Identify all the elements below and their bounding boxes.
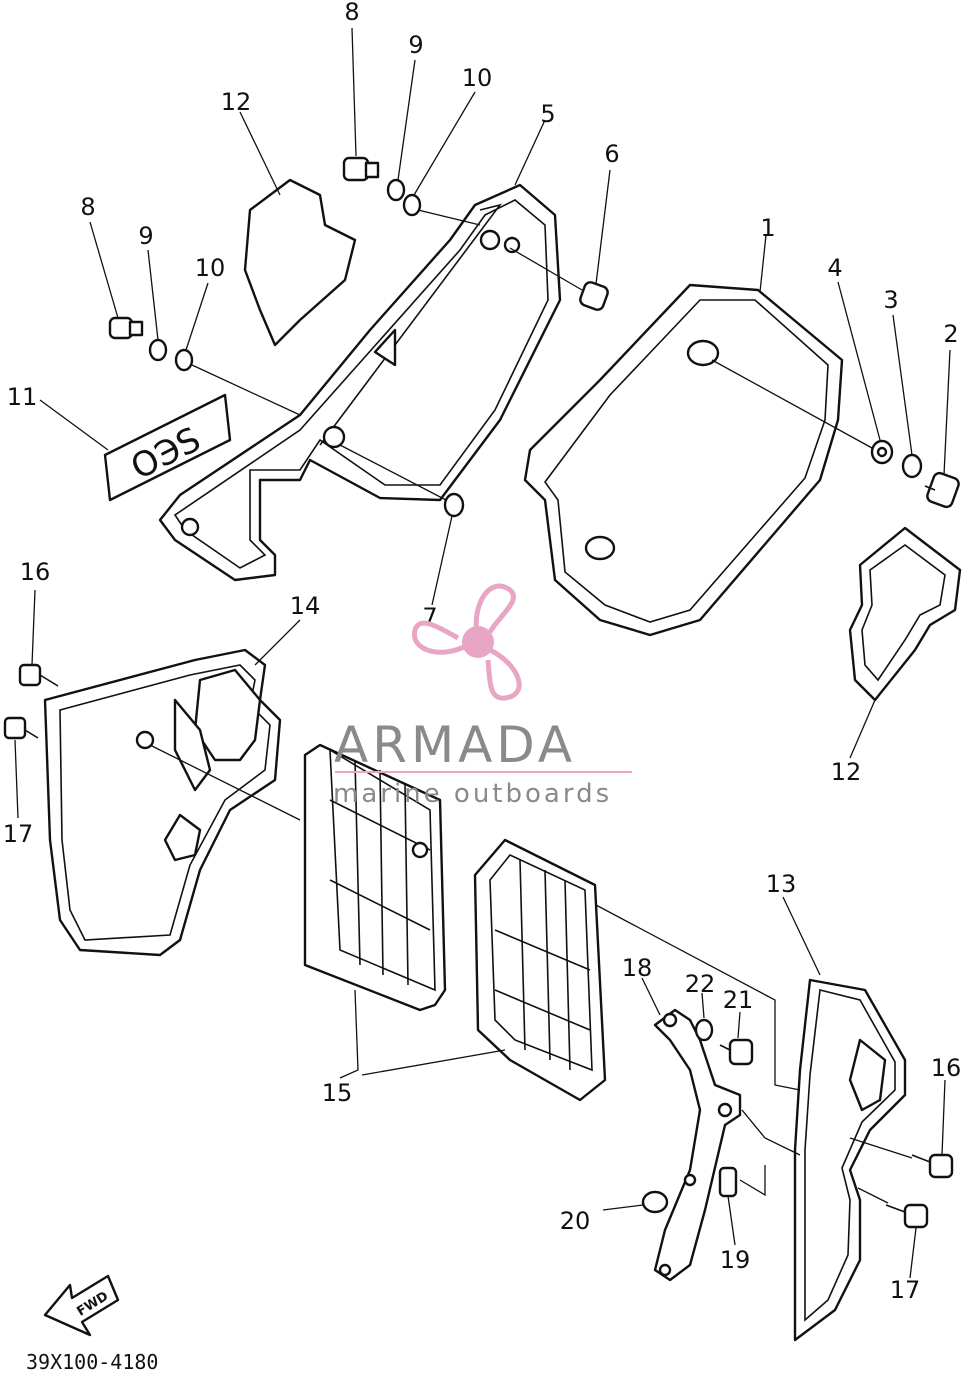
washer-10-upper: [402, 193, 422, 217]
bolt-16-right: [911, 1153, 954, 1179]
gasket-lower: [848, 526, 962, 702]
bolt-8-lower: [108, 316, 144, 340]
washer-3: [901, 453, 923, 479]
propeller-icon: [412, 583, 522, 701]
radiator-cover-left: [43, 648, 282, 957]
callout-16-right: 16: [931, 1054, 962, 1082]
callout-9-lower: 9: [138, 222, 153, 250]
assembly-lines: [149, 209, 913, 1211]
callout-16-left: 16: [20, 558, 51, 586]
washer-9-lower: [148, 338, 168, 362]
bolt-21: [719, 1038, 754, 1066]
bolt-2: [924, 471, 960, 509]
stay-bracket: [653, 1008, 742, 1282]
callout-9-upper: 9: [408, 31, 423, 59]
radiator-grille-rear: [473, 838, 607, 1102]
washer-22: [694, 1018, 714, 1042]
washer-9-upper: [386, 178, 406, 202]
callout-3: 3: [883, 286, 898, 314]
callout-12-lower: 12: [831, 758, 862, 786]
radiator-cover-right: [793, 978, 907, 1342]
callout-19: 19: [720, 1246, 751, 1274]
callout-14: 14: [290, 592, 321, 620]
callout-18: 18: [622, 954, 653, 982]
grommet-4: [870, 439, 894, 465]
bolt-8-upper: [342, 156, 380, 182]
callout-12-upper: 12: [221, 88, 252, 116]
callout-21: 21: [723, 986, 754, 1014]
side-cover-left-bracket: [158, 183, 562, 582]
washer-10-lower: [174, 348, 194, 372]
callout-17-right: 17: [890, 1276, 921, 1304]
callout-1: 1: [760, 214, 775, 242]
damper-19: [718, 1166, 738, 1198]
bolt-17-right: [885, 1203, 929, 1229]
callout-5: 5: [540, 100, 555, 128]
radiator-grille-front: [303, 743, 447, 1012]
callout-17-left: 17: [3, 820, 34, 848]
callout-labels: 1 2 3 4 5 6 7 8 8 9 9 10 10 11 12 12 13 …: [3, 0, 962, 1304]
callout-11: 11: [7, 383, 38, 411]
bolt-16-left: [18, 663, 59, 687]
side-cover-right: [523, 283, 844, 637]
callout-2: 2: [943, 320, 958, 348]
callout-4: 4: [827, 254, 842, 282]
callout-8-upper: 8: [344, 0, 359, 26]
callout-10-upper: 10: [462, 64, 493, 92]
callout-6: 6: [604, 140, 619, 168]
callout-10-lower: 10: [195, 254, 226, 282]
armada-watermark: ARMADA marine outboards: [333, 583, 632, 809]
part-code: 39X100-4180: [26, 1350, 158, 1373]
grommet-7: [443, 492, 465, 518]
grommet-20: [641, 1190, 669, 1214]
watermark-tagline: marine outboards: [333, 779, 612, 809]
callout-leaders: [14, 27, 951, 1279]
gasket-upper: [243, 178, 357, 347]
watermark-brand: ARMADA: [334, 716, 576, 774]
callout-20: 20: [560, 1207, 591, 1235]
fwd-arrow: FWD: [43, 1274, 120, 1337]
bolt-17-left: [3, 716, 39, 740]
callout-13: 13: [766, 870, 797, 898]
callout-8-lower: 8: [80, 193, 95, 221]
callout-15: 15: [322, 1079, 353, 1107]
callout-22: 22: [685, 970, 716, 998]
nut-6: [579, 281, 609, 311]
